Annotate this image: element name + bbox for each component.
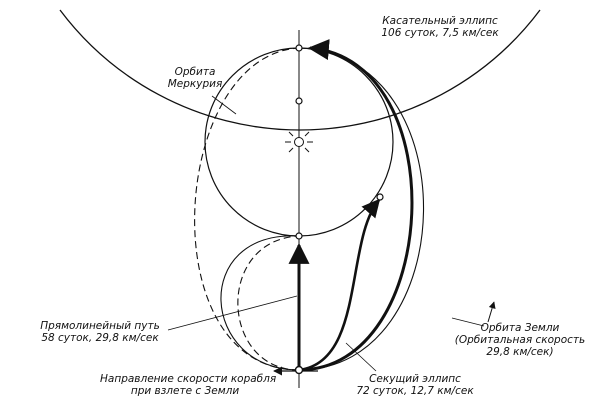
leader-secant (345, 342, 377, 372)
dashed-transfer-inner (237, 235, 300, 371)
label-mercury-line1: Орбита (174, 66, 216, 78)
tangent-ellipse (298, 39, 414, 372)
earth-direction-arrow (487, 301, 496, 323)
leader-earth (451, 317, 485, 327)
label-earth-line2: (Орбитальная скорость (454, 334, 586, 346)
label-earth-line1: Орбита Земли (480, 322, 560, 334)
label-direction-line1: Направление скорости корабля (100, 373, 277, 385)
earth-orbit (59, 9, 541, 131)
label-secant-params: 72 суток, 12,7 км/сек (356, 385, 474, 397)
label-tangent-params: 106 суток, 7,5 км/сек (381, 27, 499, 39)
label-secant-title: Секущий эллипс (369, 373, 461, 385)
leader-straight (167, 295, 298, 331)
thin-ellipse-right (298, 47, 425, 371)
label-earth-line3: 29,8 км/сек) (486, 346, 554, 358)
sun-icon (285, 128, 313, 156)
secant-ellipse (298, 198, 381, 372)
label-mercury-line2: Меркурия (167, 78, 223, 90)
label-straight: Прямолинейный путь 58 суток, 29,8 км/сек (30, 320, 170, 344)
node-earth (294, 365, 304, 375)
node-top (295, 44, 303, 52)
thin-ellipse-left (220, 235, 300, 371)
label-tangent-title: Касательный эллипс (382, 15, 498, 27)
label-straight-params: 58 суток, 29,8 км/сек (41, 332, 159, 344)
label-tangent: Касательный эллипс 106 суток, 7,5 км/сек (360, 15, 520, 39)
label-secant: Секущий эллипс 72 суток, 12,7 км/сек (350, 373, 480, 397)
label-direction-line2: при взлете с Земли (130, 385, 240, 397)
label-mercury: Орбита Меркурия (150, 66, 240, 90)
node-secant (376, 193, 384, 201)
node-mercury-bottom (295, 232, 303, 240)
leader-mercury (211, 95, 237, 115)
dashed-transfer-outer (194, 47, 300, 371)
node-mercury-top (295, 97, 303, 105)
label-direction: Направление скорости корабля при взлете … (100, 373, 277, 397)
label-earth: Орбита Земли (Орбитальная скорость 29,8 … (450, 322, 590, 358)
label-straight-title: Прямолинейный путь (40, 320, 160, 332)
